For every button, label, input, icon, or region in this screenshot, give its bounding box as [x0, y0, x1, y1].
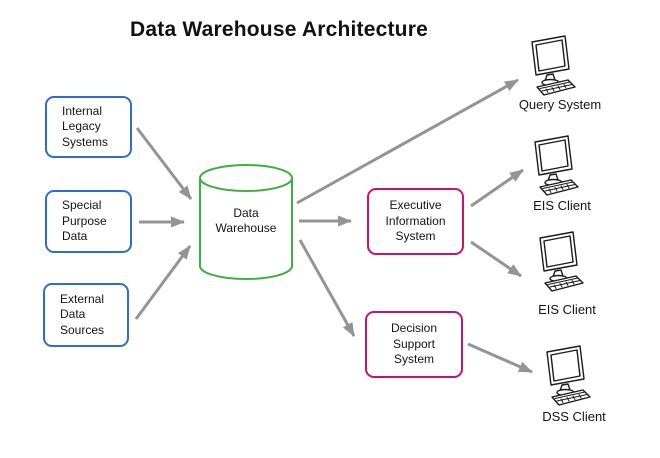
system-box-decision-support-system: Decision Support System [365, 311, 463, 378]
client-label-query-system: Query System [518, 97, 602, 112]
arrow-external-sources-to-warehouse [134, 245, 192, 320]
computer-icon [531, 35, 576, 96]
arrow-warehouse-to-dss [298, 239, 356, 337]
source-box-external-data-sources: External Data Sources [43, 283, 129, 347]
computer-icon [546, 345, 591, 406]
client-label-dss-client: DSS Client [542, 409, 606, 424]
client-label-eis-client-2: EIS Client [538, 302, 596, 317]
arrow-internal-legacy-to-warehouse [135, 127, 193, 200]
arrow-eis-to-eis-client-2 [470, 240, 522, 278]
diagram-title: Data Warehouse Architecture [130, 18, 428, 41]
client-label-eis-client-1: EIS Client [533, 198, 591, 213]
arrow-eis-to-eis-client-1 [470, 168, 524, 208]
computer-icon [534, 135, 579, 196]
arrow-dss-to-dss-client [467, 342, 533, 374]
arrow-warehouse-to-query-system [296, 78, 519, 205]
computer-icon [539, 231, 584, 292]
system-box-executive-information-system: Executive Information System [367, 188, 464, 255]
database-cylinder-icon [199, 164, 293, 280]
data-warehouse-label: Data Warehouse [215, 206, 277, 235]
source-box-internal-legacy-systems: Internal Legacy Systems [45, 96, 132, 158]
source-box-special-purpose-data: Special Purpose Data [45, 190, 132, 253]
